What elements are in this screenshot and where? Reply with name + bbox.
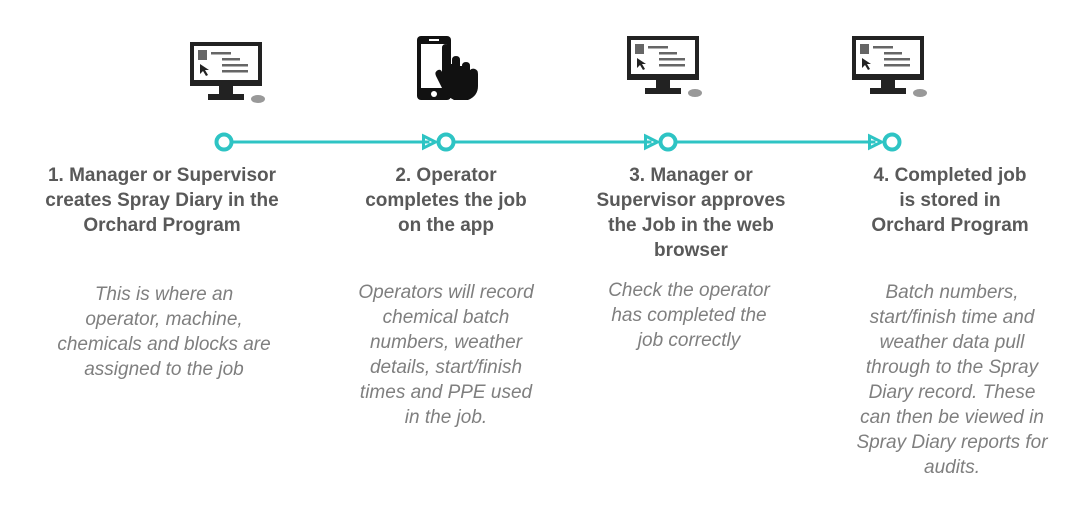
text-line: operator, machine, [85,309,243,330]
text-line: Batch numbers, [885,282,1019,303]
text-line: Check the operator [608,280,770,301]
text-line: Orchard Program [871,215,1029,236]
step-1-description: This is where an operator, machine, chemic… [44,282,284,382]
arrowhead-icon [644,133,661,151]
step-2-title: 2. Operator completes the job on the app [306,163,586,238]
text-line: start/finish time and [869,307,1035,328]
text-line: on the app [397,215,495,236]
step-1-title: 1. Manager or Supervisor creates Spray Di… [22,163,302,238]
text-line: numbers, weather [369,332,523,353]
step-2-description: Operators will record chemical batch numbe… [326,280,566,430]
timeline-node [214,132,234,152]
text-line: weather data pull [879,332,1025,353]
text-line: in the job. [404,407,488,428]
text-line: Operators will record [358,282,534,303]
text-line: 1. Manager or Supervisor [47,165,277,186]
timeline-node [436,132,456,152]
text-line: can then be viewed in [860,407,1044,428]
text-line: This is where an [94,284,234,305]
step-4-title: 4. Completed job is stored in Orchard Prog… [810,163,1084,238]
desktop-monitor-icon [188,40,266,109]
text-line: chemicals and blocks are [57,334,271,355]
step-4-description: Batch numbers, start/finish time and weath… [832,280,1072,480]
text-line: details, start/finish [369,357,523,378]
text-line: has completed the [611,305,767,326]
arrowhead-icon [422,133,439,151]
text-line: 4. Completed job [873,165,1027,186]
text-line: audits. [924,457,980,478]
text-line: job correctly [637,330,741,351]
arrowhead-icon [868,133,885,151]
text-line: 3. Manager or [629,165,753,186]
desktop-monitor-icon [850,34,928,103]
timeline-node [658,132,678,152]
text-line: Spray Diary reports for [856,432,1048,453]
timeline-node [882,132,902,152]
step-3-description: Check the operator has completed the job c… [569,278,809,353]
desktop-monitor-icon [625,34,703,103]
text-line: times and PPE used [359,382,533,403]
text-line: Diary record. These [868,382,1036,403]
text-line: Orchard Program [83,215,241,236]
step-3-title: 3. Manager or Supervisor approves the Job … [551,163,831,263]
text-line: the Job in the web [608,215,774,236]
text-line: chemical batch [382,307,510,328]
text-line: is stored in [899,190,1001,211]
text-line: 2. Operator [395,165,497,186]
text-line: browser [654,240,728,261]
text-line: through to the Spray [865,357,1039,378]
text-line: creates Spray Diary in the [45,190,279,211]
text-line: completes the job [365,190,527,211]
smartphone-touch-icon [412,34,482,109]
text-line: assigned to the job [84,359,244,380]
text-line: Supervisor approves [596,190,786,211]
